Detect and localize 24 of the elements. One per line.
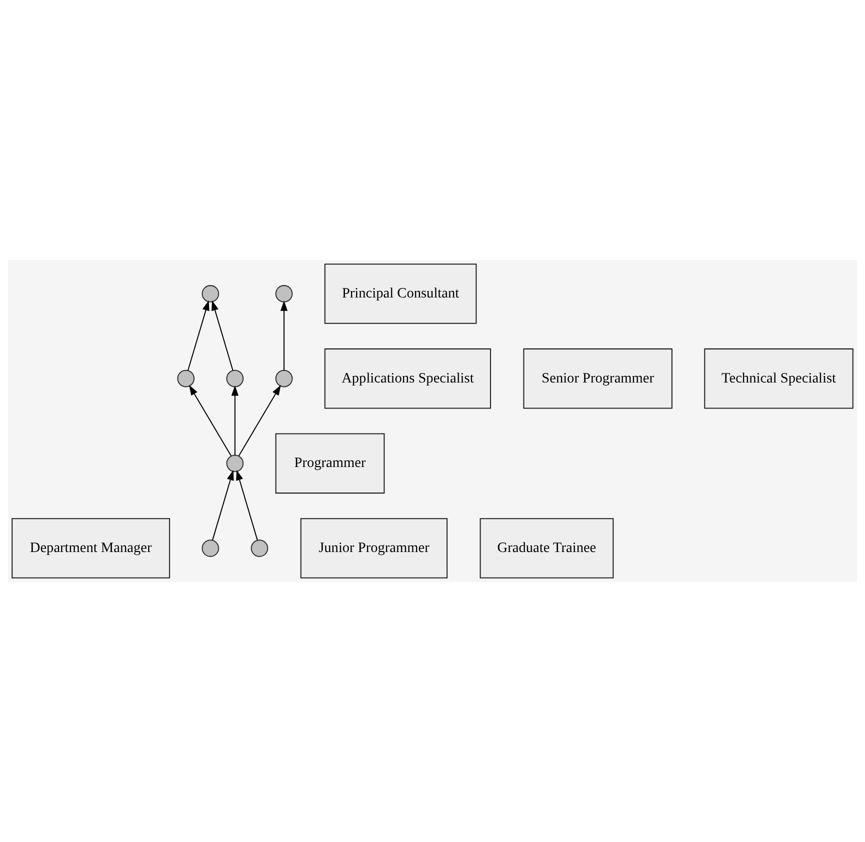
node-box: Junior Programmer bbox=[300, 518, 448, 578]
arrow bbox=[236, 470, 258, 540]
arrow bbox=[212, 470, 234, 540]
node-box: Technical Specialist bbox=[704, 348, 854, 409]
node-circle bbox=[202, 540, 220, 557]
arrow bbox=[238, 384, 281, 456]
node-circle bbox=[250, 540, 268, 557]
arrow bbox=[231, 386, 239, 456]
arrow bbox=[280, 300, 288, 370]
arrow bbox=[189, 384, 232, 456]
node-circle bbox=[275, 285, 293, 302]
node-box: Graduate Trainee bbox=[480, 518, 614, 578]
arrow bbox=[188, 300, 210, 371]
node-box: Principal Consultant bbox=[324, 264, 477, 324]
node-circle bbox=[226, 370, 244, 388]
node-box: Programmer bbox=[275, 433, 385, 494]
arrow bbox=[212, 300, 234, 371]
node-box: Senior Programmer bbox=[523, 348, 672, 409]
node-circle bbox=[202, 285, 220, 302]
node-box: Applications Specialist bbox=[324, 348, 492, 409]
node-box: Department Manager bbox=[12, 518, 170, 578]
node-circle bbox=[177, 370, 195, 388]
node-circle bbox=[226, 454, 244, 472]
node-circle bbox=[275, 370, 293, 388]
